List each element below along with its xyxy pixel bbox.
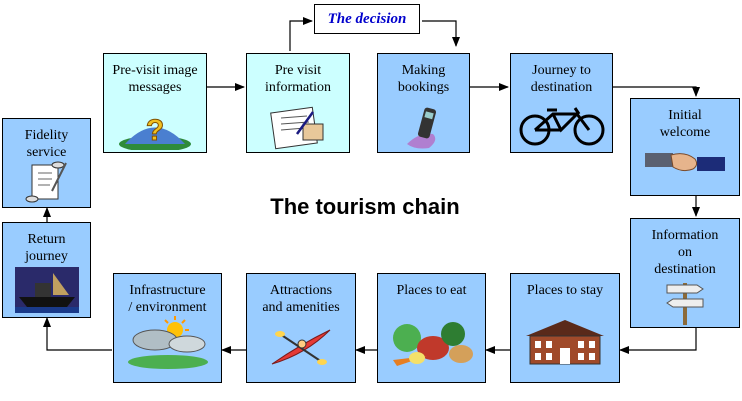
question-icon: ? bbox=[119, 114, 191, 150]
bicycle-icon bbox=[519, 107, 604, 146]
phone-icon bbox=[406, 107, 436, 149]
decision-label: The decision bbox=[314, 4, 420, 34]
document-icon bbox=[270, 106, 324, 150]
stage-label: Pre-visit image messages bbox=[112, 63, 198, 95]
stage-journey-to-destination: Journey to destination bbox=[510, 53, 613, 153]
signpost-icon bbox=[666, 283, 704, 325]
stage-fidelity-service: Fidelity service bbox=[2, 118, 91, 208]
stage-pre-visit-image: Pre-visit image messages ? bbox=[103, 53, 207, 153]
stage-label: Making bookings bbox=[397, 63, 450, 95]
handshake-icon bbox=[645, 153, 725, 172]
stage-information-on-destination: Information on destination bbox=[630, 218, 740, 328]
stage-label: Fidelity service bbox=[24, 128, 69, 160]
kayak-icon bbox=[271, 329, 331, 365]
stage-infrastructure-environment: Infrastructure / environment bbox=[113, 273, 222, 383]
vegetables-icon bbox=[392, 322, 473, 366]
stage-return-journey: Return journey bbox=[2, 222, 91, 318]
stage-label: Infrastructure / environment bbox=[128, 283, 207, 315]
stage-places-to-eat: Places to eat bbox=[377, 273, 486, 383]
svg-text:?: ? bbox=[146, 114, 164, 147]
house-icon bbox=[526, 320, 604, 365]
stage-making-bookings: Making bookings bbox=[377, 53, 470, 153]
diagram-title: The tourism chain bbox=[270, 194, 460, 219]
stage-label: Places to eat bbox=[396, 283, 467, 298]
stage-attractions-and-amenities: Attractions and amenities bbox=[246, 273, 356, 383]
stage-label: Return journey bbox=[25, 232, 68, 264]
stage-initial-welcome: Initial welcome bbox=[630, 98, 740, 196]
ship-icon bbox=[14, 267, 79, 313]
stage-label: Initial welcome bbox=[659, 108, 711, 140]
stage-pre-visit-information: Pre visit information bbox=[246, 53, 350, 153]
stage-label: Attractions and amenities bbox=[262, 283, 340, 315]
stage-label: Pre visit information bbox=[264, 63, 332, 95]
stage-label: Journey to destination bbox=[530, 63, 593, 95]
scroll-icon bbox=[25, 161, 67, 203]
weather-icon bbox=[127, 316, 208, 369]
stage-label: Information on destination bbox=[651, 228, 719, 277]
stage-label: Places to stay bbox=[526, 283, 604, 298]
stage-places-to-stay: Places to stay bbox=[510, 273, 620, 383]
